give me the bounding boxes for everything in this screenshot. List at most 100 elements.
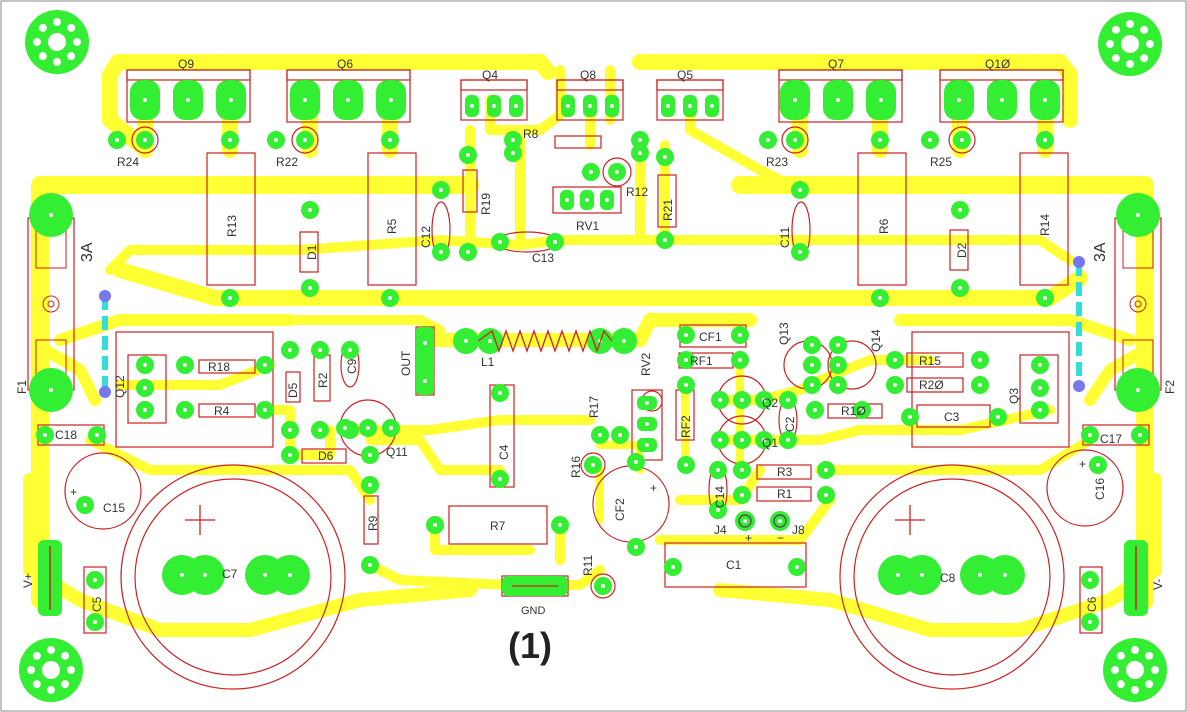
pad-drill	[439, 188, 443, 192]
pad-drill	[143, 98, 147, 102]
mounting-hole-via	[33, 38, 41, 46]
pad-drill	[423, 379, 427, 383]
mounting-hole-via	[67, 666, 75, 674]
pad-drill	[83, 503, 87, 507]
pad-drill	[95, 433, 99, 437]
pad-drill	[180, 573, 184, 577]
pad-drill	[466, 250, 470, 254]
pad-drill	[288, 453, 292, 457]
pad-drill	[1096, 463, 1100, 467]
label-r14: R14	[1038, 214, 1052, 236]
label-j4: J4	[714, 523, 727, 537]
mounting-hole-via	[1146, 40, 1154, 48]
pad-drill	[688, 104, 692, 108]
pad-drill	[893, 383, 897, 387]
pad-drill	[615, 170, 619, 174]
pad-drill	[920, 573, 924, 577]
label-r15: R15	[919, 354, 941, 368]
pad-drill	[740, 438, 744, 442]
pad-drill	[308, 286, 312, 290]
pad-drill	[229, 98, 233, 102]
pad-drill	[634, 545, 638, 549]
pad-drill	[978, 358, 982, 362]
mounting-holes	[19, 10, 1167, 702]
pad-drill	[288, 348, 292, 352]
polarity-marks	[185, 505, 925, 535]
pad-drill	[928, 138, 932, 142]
jack-drill	[778, 519, 782, 523]
pad-drill	[288, 573, 292, 577]
pad-drill	[228, 296, 232, 300]
inductor-l1	[477, 329, 613, 353]
mounting-hole	[48, 33, 66, 51]
pad-drill	[228, 138, 232, 142]
pad-drill	[716, 468, 720, 472]
label-fuse-left: 3A	[79, 242, 96, 262]
pad-drill	[978, 573, 982, 577]
pad-drill	[203, 573, 207, 577]
pad-drill	[666, 104, 670, 108]
pad-drill	[93, 578, 97, 582]
pad-drill	[762, 438, 766, 442]
mounting-hole-via	[32, 680, 41, 689]
pad-drill	[958, 286, 962, 290]
label-c7: C7	[222, 567, 238, 581]
pad-drill	[1138, 433, 1142, 437]
pad-drill	[1088, 620, 1092, 624]
mounting-hole-via	[1116, 680, 1125, 689]
pad-drill	[810, 363, 814, 367]
pad-drill	[601, 584, 605, 588]
label-c17: C17	[1100, 432, 1122, 446]
pad-drill	[1043, 98, 1047, 102]
fuse-details	[35, 227, 1154, 381]
pad-drill	[638, 138, 642, 142]
pad-drill	[49, 388, 53, 392]
pad-drill	[793, 98, 797, 102]
pad-drill	[996, 415, 1000, 419]
mounting-hole-via	[1131, 646, 1139, 654]
label-q2: Q2	[762, 396, 778, 410]
pad-drill	[645, 401, 649, 405]
label-q1: Q1	[762, 436, 778, 450]
pad-drill	[439, 250, 443, 254]
pad-drill	[143, 386, 147, 390]
pad-drill	[810, 343, 814, 347]
label-q8: Q8	[580, 68, 596, 82]
pad-drill	[389, 98, 393, 102]
label-rv1: RV1	[576, 219, 599, 233]
pad-drill	[263, 573, 267, 577]
pad-drill	[1003, 573, 1007, 577]
mounting-hole-via	[1111, 666, 1119, 674]
label-c4: C4	[497, 444, 511, 460]
pad-drill	[93, 620, 97, 624]
pad-drill	[366, 426, 370, 430]
plus-mark-c15: +	[70, 485, 77, 499]
figure-caption: (1)	[508, 625, 552, 666]
label-gnd: GND	[521, 605, 546, 617]
pad-drill	[598, 433, 602, 437]
label-c1: C1	[726, 558, 742, 572]
mounting-hole	[1121, 35, 1139, 53]
pad-drill	[740, 493, 744, 497]
pad-drill	[1038, 386, 1042, 390]
pad-drill	[348, 348, 352, 352]
pad-drill	[836, 343, 840, 347]
mounting-hole-via	[1111, 25, 1120, 34]
label-c15: C15	[103, 501, 125, 515]
rotated-labels: R13 R5 R6 R14 D1 D2 R19 C12 R21 C11 3A 3…	[15, 193, 1177, 612]
pad-drill	[663, 155, 667, 159]
label-q11: Q11	[386, 445, 408, 459]
label-r16: R16	[569, 456, 583, 478]
jack-drill	[743, 519, 747, 523]
pad-drill	[878, 296, 882, 300]
label-q3: Q3	[1007, 388, 1021, 404]
pad-drill	[433, 523, 437, 527]
label-r18: R18	[208, 360, 230, 374]
mounting-hole-via	[1106, 40, 1114, 48]
pad-drill	[318, 348, 322, 352]
pad-drill	[810, 383, 814, 387]
pad-drill	[466, 153, 470, 157]
pad-drill	[645, 422, 649, 426]
pad-drill	[488, 339, 492, 343]
